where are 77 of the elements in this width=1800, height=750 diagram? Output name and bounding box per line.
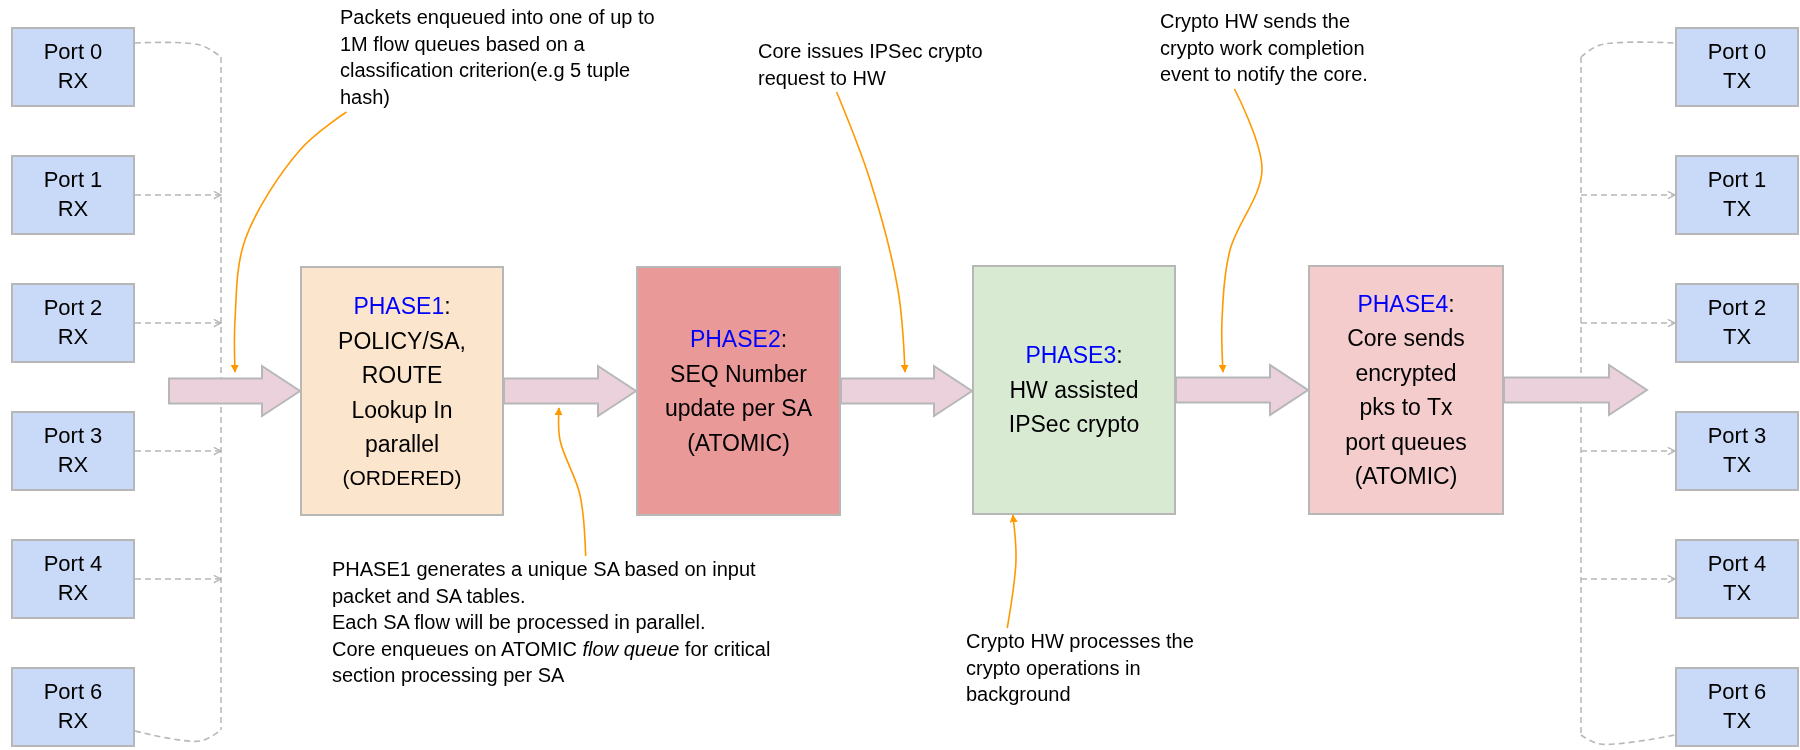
port-label: TX [1722,195,1752,223]
dashed-connector [134,41,222,58]
dashed-arrow [134,574,222,584]
dashed-connector [1580,734,1676,746]
annotation-text: Core issues IPSec crypto request to HW [758,39,984,91]
phase-box [636,266,841,516]
port-label: RX [57,323,89,351]
port-box [1675,411,1799,491]
annotation-text: Crypto HW sends the crypto work completion event to notify the core. [1160,9,1369,88]
port-label: TX [1722,707,1752,735]
block-arrow [840,364,974,418]
dashed-arrow [134,318,222,328]
port-label: Port 1 [43,166,103,195]
phase-description: HW assisted IPSec crypto [1007,375,1141,440]
port-label: RX [57,451,89,479]
port-label: Port 3 [43,422,103,451]
port-label: Port 6 [43,678,103,707]
port-box [1675,667,1799,747]
port-box [11,411,135,491]
port-box [11,667,135,747]
phase-box [300,266,504,516]
block-arrow [1503,363,1649,417]
port-box [1675,27,1799,107]
leader-line [1006,514,1018,629]
phase-description: SEQ Number update per SA (ATOMIC) [664,359,813,458]
port-label: TX [1722,67,1752,95]
phase-heading: PHASE2: [689,325,788,354]
leader-line [230,111,348,373]
port-label: Port 4 [43,550,103,579]
port-box [11,27,135,107]
port-box [1675,283,1799,363]
phase-box [1308,265,1504,515]
port-box [11,155,135,235]
phase-box [972,265,1176,515]
port-label: Port 2 [1707,294,1767,323]
port-label: TX [1722,451,1752,479]
annotation-text: Crypto HW processes the crypto operations in background [966,629,1195,708]
annotation-text: PHASE1 generates a unique SA based on input packet and SA tables. [332,557,757,609]
block-arrow [503,364,638,418]
phase-heading: PHASE3: [1025,341,1123,371]
port-label: Port 1 [1707,166,1767,195]
phase-description: POLICY/SA, ROUTE Lookup In parallel [337,326,467,459]
leader-line [554,407,587,557]
port-label: TX [1722,579,1752,607]
phase-heading: PHASE4: [1357,289,1455,319]
dashed-arrow [1580,190,1676,200]
port-label: Port 6 [1707,678,1767,707]
port-label: Port 0 [43,38,103,67]
port-label: Port 0 [1707,38,1767,67]
port-box [1675,539,1799,619]
port-label: RX [57,195,89,223]
port-box [1675,155,1799,235]
annotation-text: Packets enqueued into one of up to 1M flow queues based on a classification criterion(e.g 5 tuple hash) [340,5,656,110]
port-label: RX [57,67,89,95]
dashed-arrow [1580,446,1676,456]
dashed-arrow [1580,574,1676,584]
block-arrow [168,364,302,418]
block-arrow [1175,363,1310,417]
port-label: Port 2 [43,294,103,323]
dashed-connector [1580,41,1676,58]
port-label: Port 3 [1707,422,1767,451]
port-label: Port 4 [1707,550,1767,579]
dashed-arrow [1580,318,1676,328]
port-box [11,283,135,363]
annotation-text: Core enqueues on ATOMIC flow queue for critical section processing per SA [332,636,772,689]
leader-line [1218,88,1263,373]
phase-description: (ORDERED) [342,464,462,491]
port-label: TX [1722,323,1752,351]
phase-heading: PHASE1: [353,292,451,321]
annotation-text: Each SA flow will be processed in parallel. [332,610,707,636]
port-label: RX [57,579,89,607]
port-label: RX [57,707,89,735]
leader-line [835,91,909,373]
dashed-arrow [134,446,222,456]
port-box [11,539,135,619]
dashed-arrow [134,190,222,200]
phase-description: Core sends encrypted pks to Tx port queues (ATOMIC) [1344,324,1468,491]
